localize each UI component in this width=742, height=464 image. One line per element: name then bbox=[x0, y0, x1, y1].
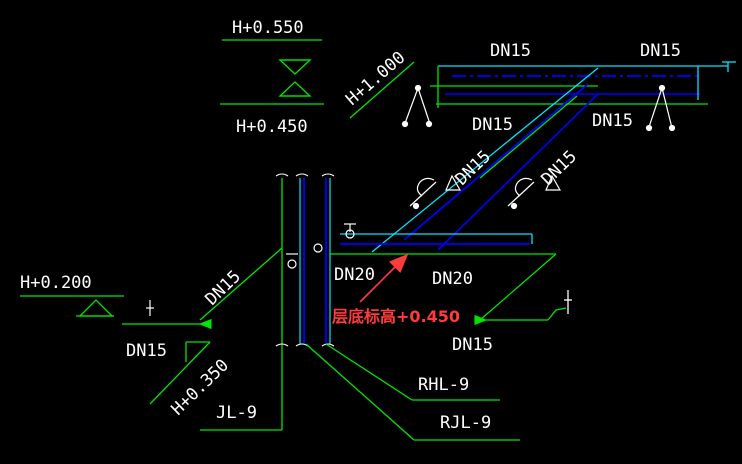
hanger-left bbox=[401, 84, 433, 128]
elevation-symbol-top bbox=[220, 39, 324, 105]
pipe-size-mid-left: DN15 bbox=[472, 115, 513, 135]
riser-valves bbox=[286, 243, 323, 269]
valve-diag-2 bbox=[507, 174, 562, 210]
pipe-size-left-low: DN15 bbox=[126, 341, 167, 361]
floor-elevation-note: 层底标高+0.450 bbox=[332, 307, 460, 326]
pipe-size-main-2: DN20 bbox=[432, 269, 473, 289]
pipe-size-top-left: DN15 bbox=[490, 41, 531, 61]
hanger-right bbox=[645, 84, 676, 132]
leader-bottom bbox=[474, 290, 572, 326]
leader-risers bbox=[200, 343, 520, 441]
elevation-label-branch: H+1.000 bbox=[342, 48, 409, 110]
riser-label-jl: JL-9 bbox=[216, 403, 257, 423]
pipe-size-bottom: DN15 bbox=[452, 335, 493, 355]
valve-diag-1 bbox=[409, 174, 462, 210]
leader-branch bbox=[349, 61, 415, 119]
riser-group bbox=[275, 173, 335, 430]
pipe-top-run bbox=[430, 61, 736, 108]
elevation-label-top-lower: H+0.450 bbox=[236, 117, 308, 137]
pipe-main-run bbox=[330, 233, 557, 321]
pipe-left-branch bbox=[122, 247, 283, 405]
note-arrow bbox=[359, 253, 409, 303]
pipe-size-left-diag: DN15 bbox=[202, 267, 245, 310]
riser-label-rhl: RHL-9 bbox=[418, 375, 469, 395]
pipe-size-main-1: DN20 bbox=[334, 265, 375, 285]
pipe-size-top-right: DN15 bbox=[640, 41, 681, 61]
elevation-label-top-upper: H+0.550 bbox=[232, 18, 304, 38]
pipe-size-mid-right: DN15 bbox=[592, 111, 633, 131]
elevation-label-left: H+0.200 bbox=[20, 273, 92, 293]
pipe-size-diag-2: DN15 bbox=[538, 147, 581, 190]
riser-label-rjl: RJL-9 bbox=[440, 413, 491, 433]
valve-main bbox=[344, 223, 356, 239]
elevation-symbol-left bbox=[20, 295, 124, 317]
pipe-diagonals bbox=[371, 67, 599, 253]
